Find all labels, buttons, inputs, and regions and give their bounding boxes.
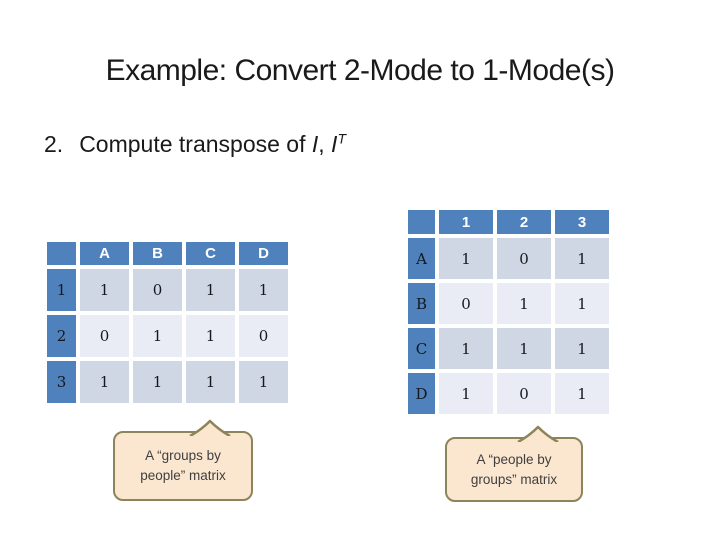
matrix-cell: 1 (497, 283, 551, 324)
col-header-c: C (186, 242, 235, 265)
table-row: 2 0 1 1 0 (47, 315, 288, 357)
matrix-symbol-i: I (311, 131, 319, 157)
row-label-cell: D (408, 373, 435, 414)
table-row: C 1 1 1 (408, 328, 609, 369)
matrix-cell: 1 (80, 361, 129, 403)
callout-tail-icon (517, 425, 559, 442)
matrix-cell: 0 (497, 238, 551, 279)
step-number: 2. (44, 131, 64, 157)
transpose-symbol-base: I (331, 131, 338, 157)
col-header-3: 3 (555, 210, 609, 234)
matrix-cell: 1 (186, 361, 235, 403)
table-row: B 0 1 1 (408, 283, 609, 324)
row-label-cell: 1 (47, 269, 76, 311)
col-header-d: D (239, 242, 288, 265)
comma: , (318, 131, 332, 157)
matrix-cell: 1 (439, 373, 493, 414)
callout-line: people” matrix (140, 468, 226, 483)
corner-cell (408, 210, 435, 234)
col-header-2: 2 (497, 210, 551, 234)
table-row: A 1 0 1 (408, 238, 609, 279)
row-label-cell: A (408, 238, 435, 279)
corner-cell (47, 242, 76, 265)
matrix-cell: 1 (555, 238, 609, 279)
transpose-matrix-table: 1 2 3 A 1 0 1 B 0 1 1 C 1 1 1 D 1 0 1 (404, 206, 613, 418)
groups-by-people-callout: A “groups by people” matrix (113, 419, 253, 501)
matrix-cell: 1 (439, 238, 493, 279)
transpose-symbol-sup: T (337, 130, 346, 147)
row-label-cell: 3 (47, 361, 76, 403)
callout-line: A “groups by (145, 448, 221, 463)
matrix-cell: 1 (186, 315, 235, 357)
callout-line: A “people by (476, 451, 552, 467)
table-row: D 1 0 1 (408, 373, 609, 414)
matrix-cell: 1 (133, 315, 182, 357)
matrix-cell: 0 (80, 315, 129, 357)
matrix-cell: 1 (239, 269, 288, 311)
matrix-cell: 1 (133, 361, 182, 403)
col-header-1: 1 (439, 210, 493, 234)
matrix-cell: 1 (555, 373, 609, 414)
matrix-cell: 1 (80, 269, 129, 311)
people-by-groups-callout: A “people by groups” matrix (445, 425, 583, 502)
row-label-cell: B (408, 283, 435, 324)
matrix-cell: 1 (186, 269, 235, 311)
incidence-matrix-table: A B C D 1 1 0 1 1 2 0 1 1 0 3 1 1 1 1 (43, 238, 292, 407)
matrix-cell: 1 (239, 361, 288, 403)
slide-title: Example: Convert 2-Mode to 1-Mode(s) (105, 54, 615, 87)
matrix-cell: 0 (239, 315, 288, 357)
col-header-b: B (133, 242, 182, 265)
row-label-cell: C (408, 328, 435, 369)
matrix-cell: 0 (133, 269, 182, 311)
matrix-cell: 0 (439, 283, 493, 324)
matrix-cell: 1 (439, 328, 493, 369)
matrix-cell: 0 (497, 373, 551, 414)
matrix-cell: 1 (555, 328, 609, 369)
step-text: Compute transpose of (79, 131, 312, 157)
row-label-cell: 2 (47, 315, 76, 357)
callout-tail-icon (189, 419, 231, 436)
table-row: 1 1 0 1 1 (47, 269, 288, 311)
callout-line: groups” matrix (470, 471, 558, 487)
col-header-a: A (80, 242, 129, 265)
matrix-cell: 1 (555, 283, 609, 324)
table-row: 3 1 1 1 1 (47, 361, 288, 403)
table-header-row: A B C D (47, 242, 288, 265)
step-line: 2.Compute transpose of I, IT (44, 131, 346, 158)
matrix-cell: 1 (497, 328, 551, 369)
table-header-row: 1 2 3 (408, 210, 609, 234)
